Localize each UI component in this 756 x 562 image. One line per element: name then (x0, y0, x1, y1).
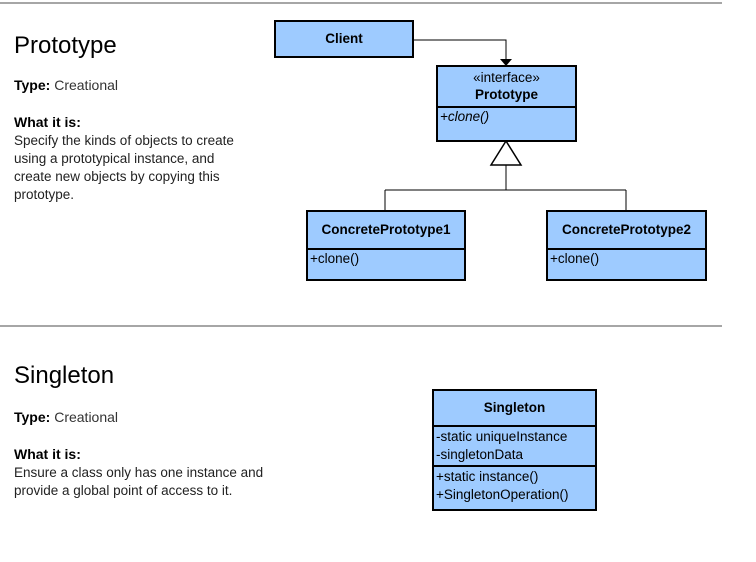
singleton-methods: +static instance() +SingletonOperation() (434, 465, 595, 504)
client-dependency-arrowhead (500, 59, 512, 66)
client-class-name: Client (325, 31, 363, 46)
prototype-description-line: Specify the kinds of objects to create (14, 133, 234, 148)
singleton-description-line: provide a global point of access to it. (14, 483, 233, 498)
interface-name: Prototype (474, 87, 538, 102)
middle-separator (0, 325, 722, 327)
client-dependency-line (412, 39, 507, 60)
client-class: Client (274, 20, 414, 58)
concrete-prototype-2-method: +clone() (548, 248, 705, 281)
prototype-type-label: Type: (14, 77, 51, 93)
singleton-type: Type: Creational (14, 409, 118, 425)
singleton-attribute: -static uniqueInstance (436, 429, 568, 444)
singleton-attribute: -singletonData (436, 447, 524, 462)
singleton-method: +static instance() (436, 469, 539, 484)
prototype-interface: «interface» Prototype +clone() (436, 65, 577, 142)
singleton-method: +SingletonOperation() (436, 487, 569, 502)
inheritance-triangle (489, 139, 523, 166)
singleton-class-name: Singleton (483, 400, 546, 415)
singleton-attributes: -static uniqueInstance -singletonData (434, 425, 595, 465)
singleton-what-label: What it is: (14, 446, 81, 462)
prototype-description-line: create new objects by copying this (14, 169, 220, 184)
concrete-prototype-1-name: ConcretePrototype1 (321, 222, 451, 237)
interface-stereotype: «interface» (473, 70, 540, 85)
concrete-prototype-1-method: +clone() (308, 248, 464, 281)
interface-method: +clone() (438, 106, 575, 138)
singleton-type-value: Creational (54, 409, 119, 425)
singleton-class: Singleton -static uniqueInstance -single… (432, 389, 597, 511)
singleton-title: Singleton (14, 362, 115, 389)
concrete-prototype-2-name: ConcretePrototype2 (561, 222, 692, 237)
prototype-type: Type: Creational (14, 77, 118, 93)
concrete-prototype-1: ConcretePrototype1 +clone() (306, 210, 466, 281)
prototype-description-line: using a prototypical instance, and (14, 151, 215, 166)
concrete-prototype-2: ConcretePrototype2 +clone() (546, 210, 707, 281)
singleton-type-label: Type: (14, 409, 51, 425)
prototype-what-label: What it is: (14, 114, 81, 130)
prototype-description: Specify the kinds of objects to create u… (14, 132, 234, 204)
top-separator (0, 2, 722, 4)
prototype-description-line: prototype. (14, 187, 75, 202)
singleton-description-line: Ensure a class only has one instance and (14, 465, 264, 480)
prototype-title: Prototype (14, 32, 117, 59)
singleton-description: Ensure a class only has one instance and… (14, 464, 263, 500)
prototype-type-value: Creational (54, 77, 119, 93)
